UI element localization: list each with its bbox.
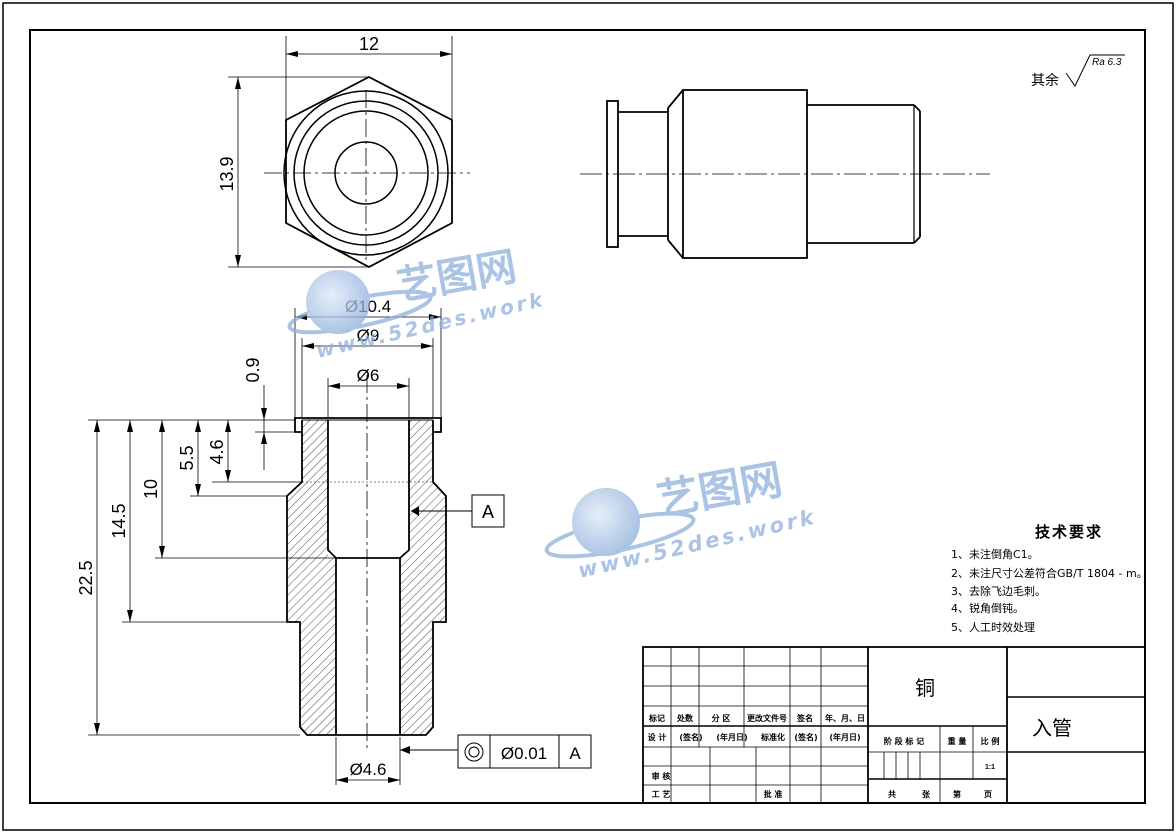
tb-design: 设 计 bbox=[648, 732, 667, 742]
tech-req-item: 2、未注尺寸公差符合GB/T 1804 - m。 bbox=[951, 566, 1148, 580]
section-hatch bbox=[287, 420, 446, 735]
tb-header: 更改文件号 bbox=[747, 713, 787, 723]
roughness-symbol: 其余 Ra 6.3 bbox=[1031, 54, 1125, 89]
roughness-prefix: 其余 bbox=[1031, 72, 1059, 89]
dim-lengths bbox=[88, 385, 336, 736]
tech-req-item: 4、锐角倒钝。 bbox=[951, 601, 1024, 615]
tb-header: 签名 bbox=[796, 713, 813, 723]
tech-req-item: 1、未注倒角C1。 bbox=[951, 547, 1039, 561]
globe-icon bbox=[306, 270, 370, 334]
tb-sheet: 共 bbox=[888, 789, 896, 799]
watermark-1: 艺图网 www.52des.work bbox=[287, 244, 547, 363]
dim-hex-height bbox=[228, 76, 369, 268]
tb-approve: 批 准 bbox=[764, 789, 783, 799]
title-block bbox=[642, 646, 1146, 804]
datum-label: A bbox=[482, 502, 494, 522]
tb-design: (年月日) bbox=[829, 732, 860, 742]
tb-header: 处数 bbox=[676, 713, 694, 723]
dim-label-outlet-dia: Ø4.6 bbox=[350, 760, 387, 779]
dim-label-14-5: 14.5 bbox=[109, 503, 129, 538]
watermark-2: 艺图网 www.52des.work bbox=[544, 455, 819, 583]
roughness-check-icon bbox=[1065, 54, 1125, 87]
dim-label-4-6: 4.6 bbox=[207, 439, 227, 464]
dim-label-5-5: 5.5 bbox=[177, 445, 197, 470]
globe-icon bbox=[572, 488, 640, 556]
tolerance-value: Ø0.01 bbox=[501, 744, 547, 763]
tech-req-item: 5、人工时效处理 bbox=[951, 620, 1035, 634]
tb-design: (年月日) bbox=[716, 732, 747, 742]
dim-label-0-9: 0.9 bbox=[243, 357, 263, 382]
tb-process: 工 艺 bbox=[652, 789, 671, 799]
section-view bbox=[286, 375, 447, 750]
tb-sheet: 张 bbox=[922, 790, 931, 799]
tb-scale: 比 例 bbox=[981, 736, 1000, 746]
tech-req-item: 3、去除飞边毛刺。 bbox=[951, 584, 1046, 598]
watermark-brand: 艺图网 bbox=[653, 455, 786, 525]
tb-sheet: 页 bbox=[984, 790, 992, 799]
tb-header: 年、月、日 bbox=[825, 713, 865, 723]
tech-req-title: 技术要求 bbox=[1035, 523, 1103, 541]
tb-weight: 重 量 bbox=[948, 736, 967, 746]
tb-design: (签名) bbox=[794, 732, 817, 742]
tb-header: 标记 bbox=[648, 713, 665, 723]
dim-label-hex-width: 12 bbox=[359, 34, 379, 54]
dim-diameters bbox=[294, 308, 442, 785]
tb-review: 审 核 bbox=[652, 771, 671, 781]
tb-scale-value: 1:1 bbox=[985, 764, 995, 771]
tb-sheet: 第 bbox=[953, 789, 961, 799]
datum-marker bbox=[411, 494, 505, 528]
tb-design: 标准化 bbox=[760, 732, 785, 742]
dim-label-body-dia: Ø9 bbox=[357, 326, 380, 345]
tolerance-frame bbox=[400, 734, 592, 769]
dim-label-22-5: 22.5 bbox=[76, 560, 96, 595]
hex-top-view bbox=[264, 75, 470, 269]
tolerance-datum: A bbox=[569, 744, 581, 763]
roughness-value: Ra 6.3 bbox=[1092, 57, 1122, 68]
tb-stage: 阶 段 标 记 bbox=[884, 736, 924, 746]
dim-label-10: 10 bbox=[141, 479, 161, 499]
part-name: 入管 bbox=[1032, 716, 1072, 740]
tb-header: 分 区 bbox=[712, 713, 731, 723]
inner-border bbox=[29, 29, 1146, 804]
dim-label-hex-height: 13.9 bbox=[217, 156, 237, 191]
material-label: 铜 bbox=[915, 676, 935, 700]
dim-hex-width bbox=[285, 36, 453, 120]
dim-label-bore-dia: Ø6 bbox=[357, 366, 380, 385]
side-view bbox=[580, 89, 990, 259]
concentricity-icon bbox=[464, 742, 484, 762]
tb-design: (签名) bbox=[679, 732, 702, 742]
